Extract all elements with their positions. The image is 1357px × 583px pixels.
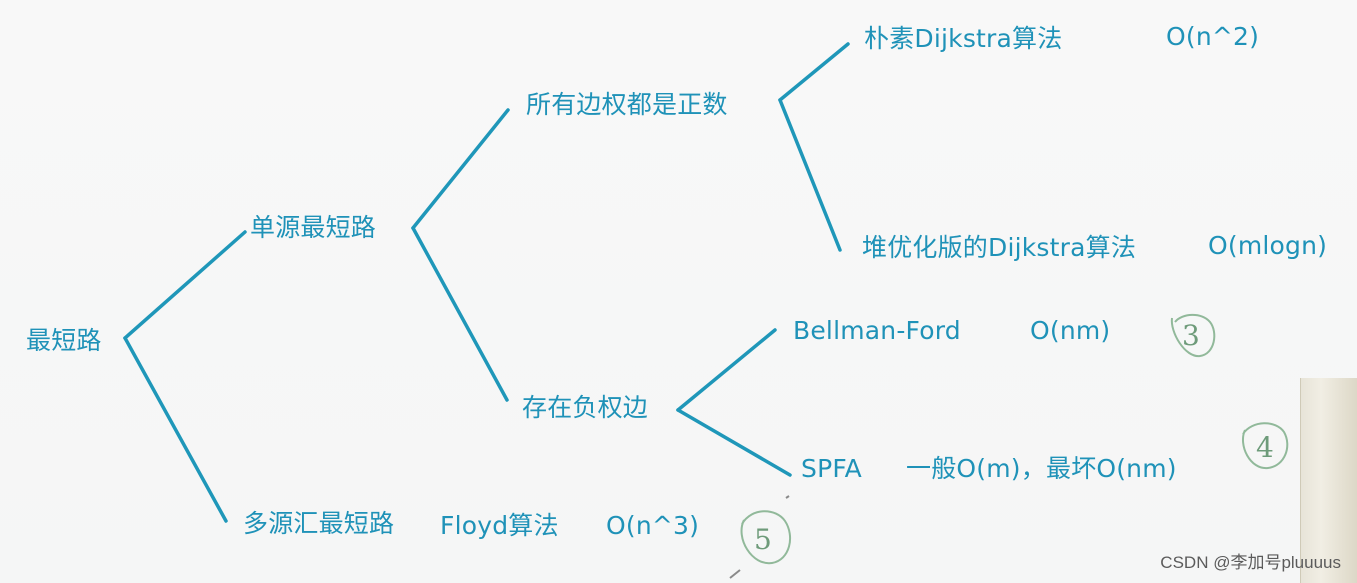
complexity-floyd: O(n^3): [606, 511, 700, 540]
complexity-bellman-ford: O(nm): [1030, 316, 1111, 345]
webcam-overlay: [1300, 378, 1357, 583]
handwritten-mark-4: 4: [1256, 431, 1274, 464]
edge-negative-bellman-ford: [676, 328, 777, 412]
circle-mark-bellman-ford: [1170, 313, 1216, 358]
complexity-spfa: 一般O(m)，最坏O(nm): [906, 454, 1177, 483]
circle-mark-spfa: [1242, 422, 1289, 470]
node-root: 最短路: [26, 326, 102, 355]
complexity-naive-dijkstra: O(n^2): [1166, 22, 1260, 51]
node-naive-dijkstra: 朴素Dijkstra算法: [864, 24, 1063, 53]
pen-mark-top: [785, 495, 790, 499]
node-single-source: 单源最短路: [250, 213, 377, 242]
circle-mark-floyd: [740, 510, 792, 565]
handwritten-mark-3: 3: [1182, 319, 1200, 352]
node-spfa: SPFA: [801, 454, 862, 483]
edge-root-multi-source: [123, 336, 228, 523]
node-negative-edges: 存在负权边: [522, 393, 649, 422]
node-heap-dijkstra: 堆优化版的Dijkstra算法: [862, 233, 1137, 262]
node-multi-source: 多源汇最短路: [243, 509, 395, 538]
node-bellman-ford: Bellman-Ford: [793, 316, 961, 345]
node-all-positive: 所有边权都是正数: [526, 90, 728, 119]
node-floyd: Floyd算法: [440, 511, 559, 540]
pen-mark: [729, 569, 741, 579]
edge-negative-spfa: [676, 408, 792, 477]
complexity-heap-dijkstra: O(mlogn): [1208, 231, 1328, 260]
edge-single-negative: [411, 226, 509, 402]
handwritten-mark-5: 5: [754, 523, 772, 556]
edge-root-single-source: [123, 230, 247, 340]
watermark: CSDN @李加号pluuuus: [1160, 553, 1341, 572]
edge-single-all-positive: [411, 108, 510, 230]
edge-positive-heap-dijkstra: [778, 98, 842, 252]
edge-positive-naive-dijkstra: [778, 42, 850, 102]
